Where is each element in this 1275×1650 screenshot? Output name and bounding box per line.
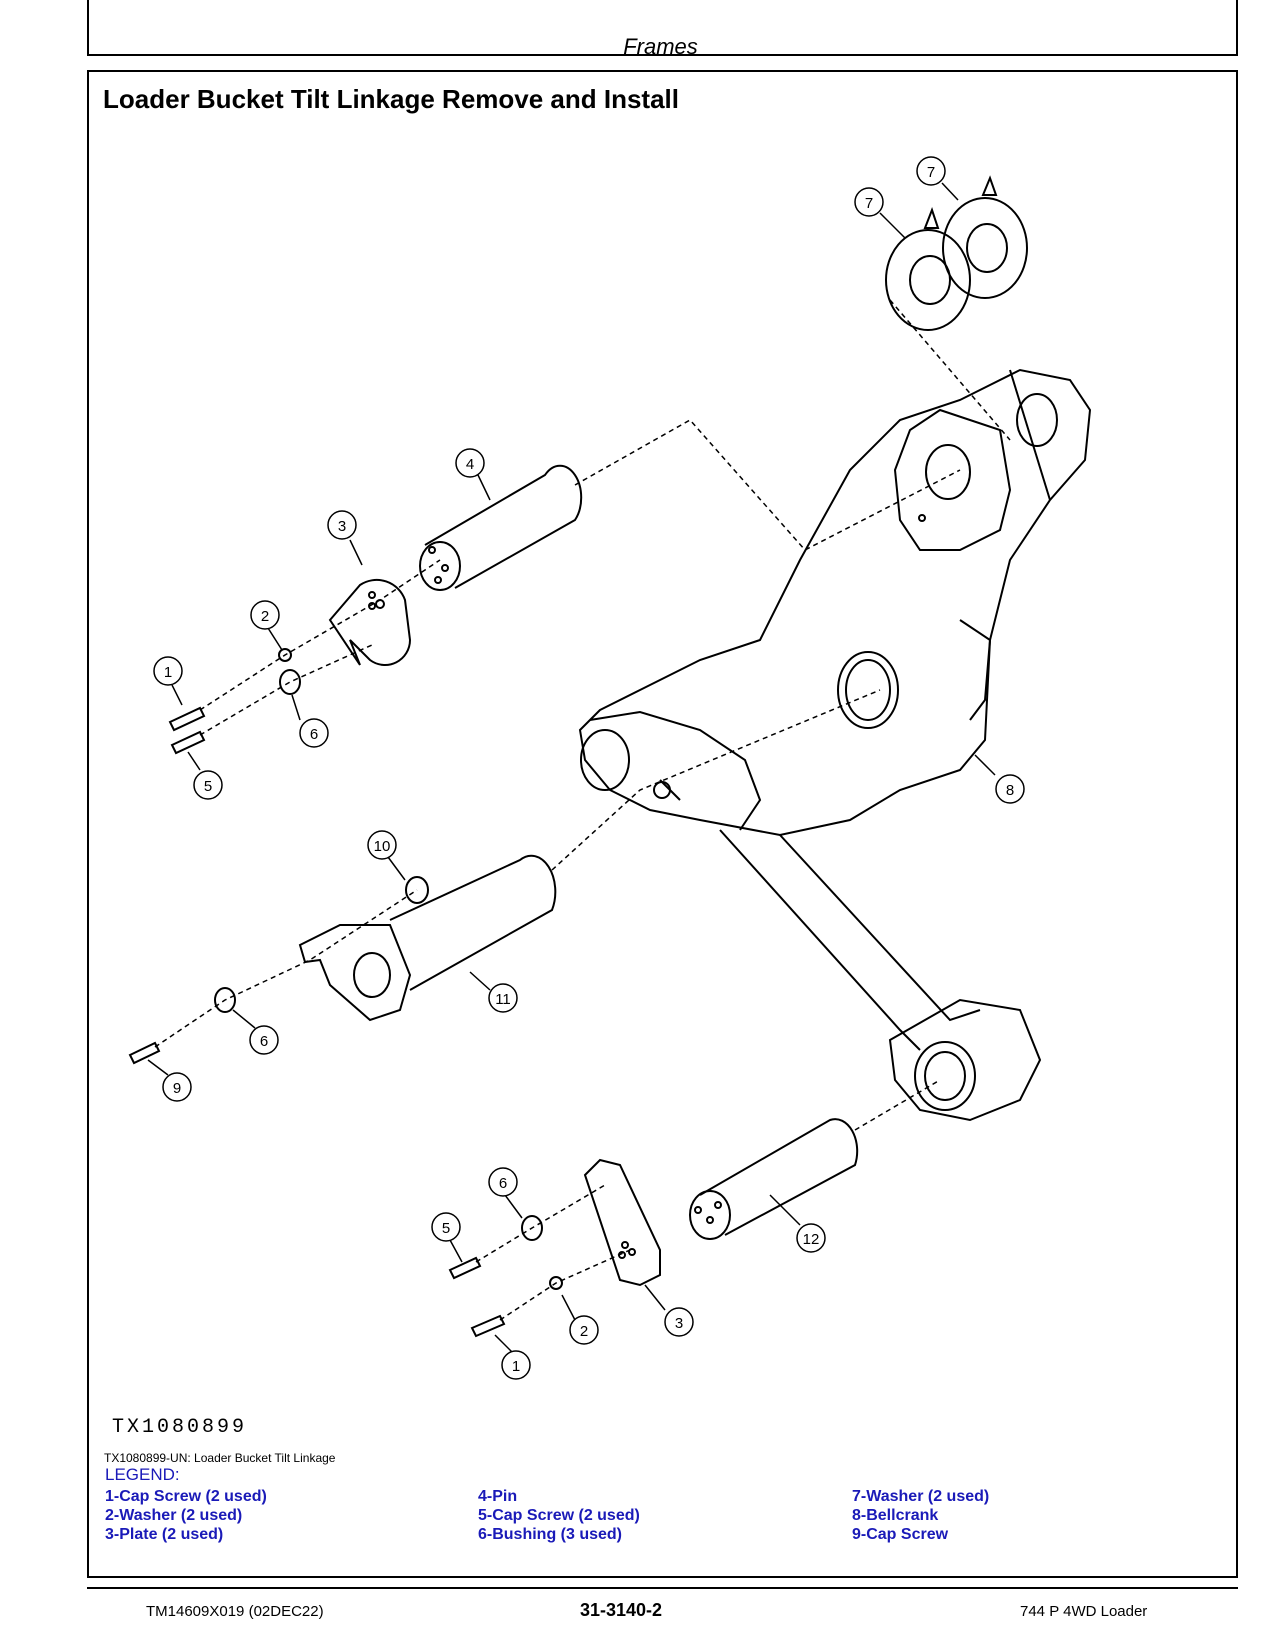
pin-4	[424, 464, 583, 589]
callout-2b: 2	[580, 1323, 588, 1340]
legend-title: LEGEND:	[105, 1465, 180, 1484]
callout-3a: 3	[338, 518, 346, 535]
callout-6c: 6	[499, 1175, 507, 1192]
washer-7a	[885, 229, 971, 331]
callout-3b: 3	[675, 1315, 683, 1332]
header-box	[87, 0, 1238, 56]
callout-7a: 7	[927, 164, 935, 181]
legend-item: 8-Bellcrank	[852, 1507, 939, 1524]
footer-page-number: 31-3140-2	[580, 1600, 663, 1620]
callout-9: 9	[173, 1080, 181, 1097]
section-title: Frames	[623, 34, 698, 59]
callout-1a: 1	[164, 664, 172, 681]
callout-6a: 6	[310, 726, 318, 743]
figure-caption: TX1080899-UN: Loader Bucket Tilt Linkage	[104, 1451, 336, 1465]
callout-4: 4	[466, 456, 474, 473]
tilt-link	[719, 829, 981, 1051]
callout-1b: 1	[512, 1358, 520, 1375]
legend-item: 6-Bushing (3 used)	[478, 1526, 623, 1543]
legend-column-1: 1-Cap Screw (2 used) 2-Washer (2 used) 3…	[105, 1487, 267, 1544]
plate-3a	[328, 578, 412, 666]
content-frame	[87, 70, 1238, 1578]
callout-11: 11	[495, 991, 511, 1008]
legend-item: 9-Cap Screw	[852, 1526, 949, 1543]
callout-8: 8	[1006, 782, 1014, 799]
washer-7b	[942, 197, 1028, 299]
legend-item: 7-Washer (2 used)	[852, 1488, 990, 1505]
callout-2a: 2	[261, 608, 269, 625]
exploded-view-illustration: 7 7 4 3 2 1 6 5 8 10 11 6 9 6 5 12 2 3 1	[128, 156, 1092, 1380]
footer-doc-id: TM14609X019 (02DEC22)	[146, 1603, 324, 1620]
footer-rule	[87, 1587, 1238, 1589]
callout-5b: 5	[442, 1220, 450, 1237]
callout-12: 12	[803, 1231, 820, 1248]
callout-6b: 6	[260, 1033, 268, 1050]
legend-item: 1-Cap Screw (2 used)	[105, 1488, 267, 1505]
legend-column-3: 7-Washer (2 used) 8-Bellcrank 9-Cap Scre…	[852, 1487, 989, 1544]
legend-item: 2-Washer (2 used)	[105, 1507, 243, 1524]
page-title: Loader Bucket Tilt Linkage Remove and In…	[103, 84, 679, 114]
callout-10: 10	[374, 838, 391, 855]
bellcrank	[578, 368, 1092, 837]
legend-column-2: 4-Pin 5-Cap Screw (2 used) 6-Bushing (3 …	[478, 1487, 640, 1544]
legend-item: 5-Cap Screw (2 used)	[478, 1507, 640, 1524]
callout-5a: 5	[204, 778, 212, 795]
footer-model: 744 P 4WD Loader	[1020, 1603, 1148, 1620]
plate-3b	[583, 1158, 661, 1287]
figure-id: TX1080899	[112, 1416, 248, 1439]
legend-item: 3-Plate (2 used)	[105, 1526, 224, 1543]
pin-12	[699, 1118, 859, 1236]
callout-7b: 7	[865, 195, 873, 212]
pin-11	[389, 854, 557, 991]
legend-item: 4-Pin	[478, 1488, 518, 1505]
